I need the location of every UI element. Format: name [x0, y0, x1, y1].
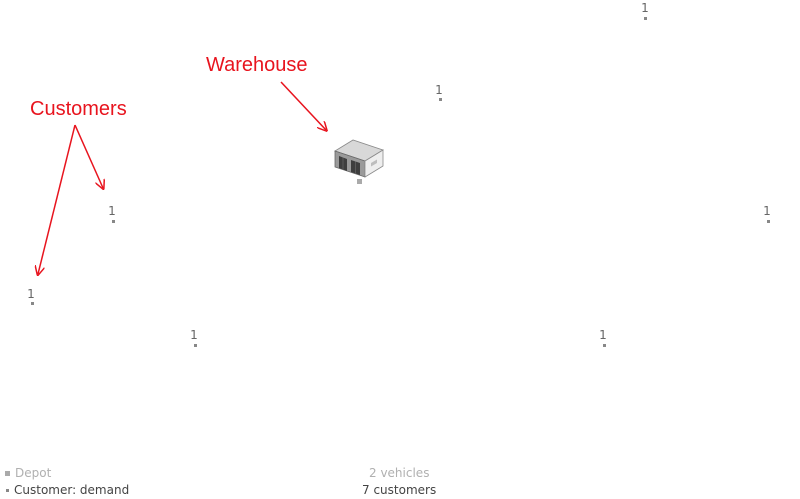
- customer-dot: [767, 220, 770, 223]
- warehouse-arrow: [280, 81, 326, 130]
- customer-demand-label: 1: [599, 328, 607, 342]
- customer-demand-label: 1: [435, 83, 443, 97]
- customers-arrow-upper: [74, 124, 103, 188]
- customer-demand-label: 1: [763, 204, 771, 218]
- depot-legend-swatch: [5, 471, 10, 476]
- customer-demand-label: 1: [641, 1, 649, 15]
- customer-demand-label: 1: [27, 287, 35, 301]
- warehouse-annotation: Warehouse: [206, 54, 308, 76]
- legend-depot: Depot: [5, 467, 51, 479]
- vehicle-count: 2 vehicles: [369, 466, 430, 480]
- customer-dot: [439, 98, 442, 101]
- customers-arrow-lower: [38, 124, 76, 274]
- depot-marker: [357, 179, 362, 184]
- customer-demand-label: 1: [108, 204, 116, 218]
- customer-dot: [31, 302, 34, 305]
- customer-dot: [644, 17, 647, 20]
- customers-annotation: Customers: [30, 98, 127, 120]
- customer-demand-label: 1: [190, 328, 198, 342]
- customer-dot: [603, 344, 606, 347]
- legend-customer: Customer: demand: [5, 484, 129, 496]
- customer-dot: [112, 220, 115, 223]
- customer-count: 7 customers: [362, 483, 437, 497]
- customer-legend-label: Customer: demand: [14, 483, 130, 497]
- customer-legend-swatch: [6, 489, 9, 492]
- depot-legend-label: Depot: [15, 466, 52, 480]
- customer-dot: [194, 344, 197, 347]
- warehouse-icon: [334, 139, 384, 178]
